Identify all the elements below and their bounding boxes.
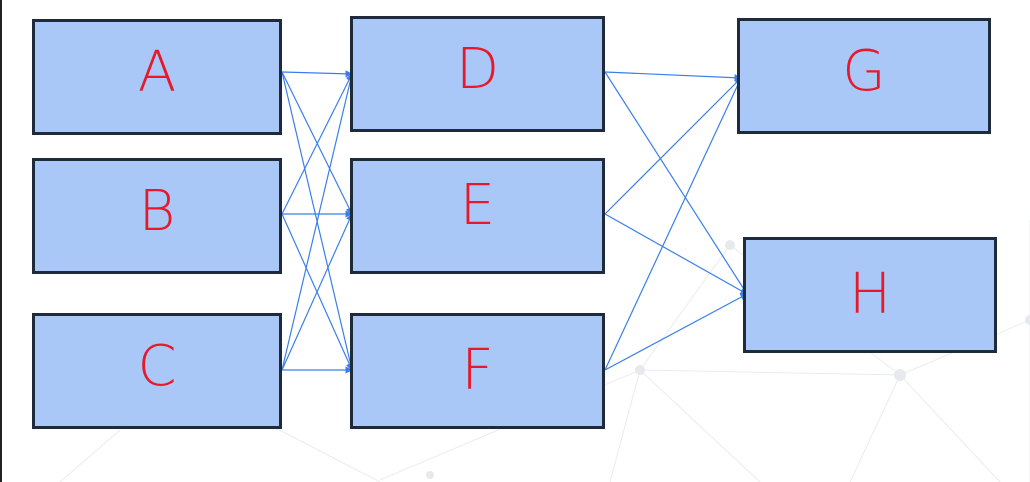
node-g: G [737,18,991,134]
edge-e-h [604,213,748,295]
edge-f-h [604,293,748,371]
left-border-line [0,0,2,482]
node-h: H [743,237,997,353]
node-b: B [32,158,282,274]
edge-c-d [281,73,355,371]
edge-e-g [604,77,742,215]
edge-a-d [281,70,353,78]
node-h-label: H [848,262,892,327]
node-c: C [32,313,282,429]
node-b-label: B [138,179,176,244]
edge-d-h [604,71,748,295]
node-g-label: G [842,39,886,104]
node-a-label: A [137,40,177,105]
node-e-label: E [459,173,496,238]
node-f-label: F [461,338,494,403]
edge-c-e [281,213,353,371]
edge-d-g [604,71,742,82]
node-e: E [350,158,605,274]
node-d: D [350,16,605,132]
edge-b-d [281,73,353,215]
node-c-label: C [137,334,177,399]
node-a: A [32,19,282,135]
node-f: F [350,313,605,429]
edge-f-g [604,77,742,371]
node-d-label: D [455,37,500,102]
